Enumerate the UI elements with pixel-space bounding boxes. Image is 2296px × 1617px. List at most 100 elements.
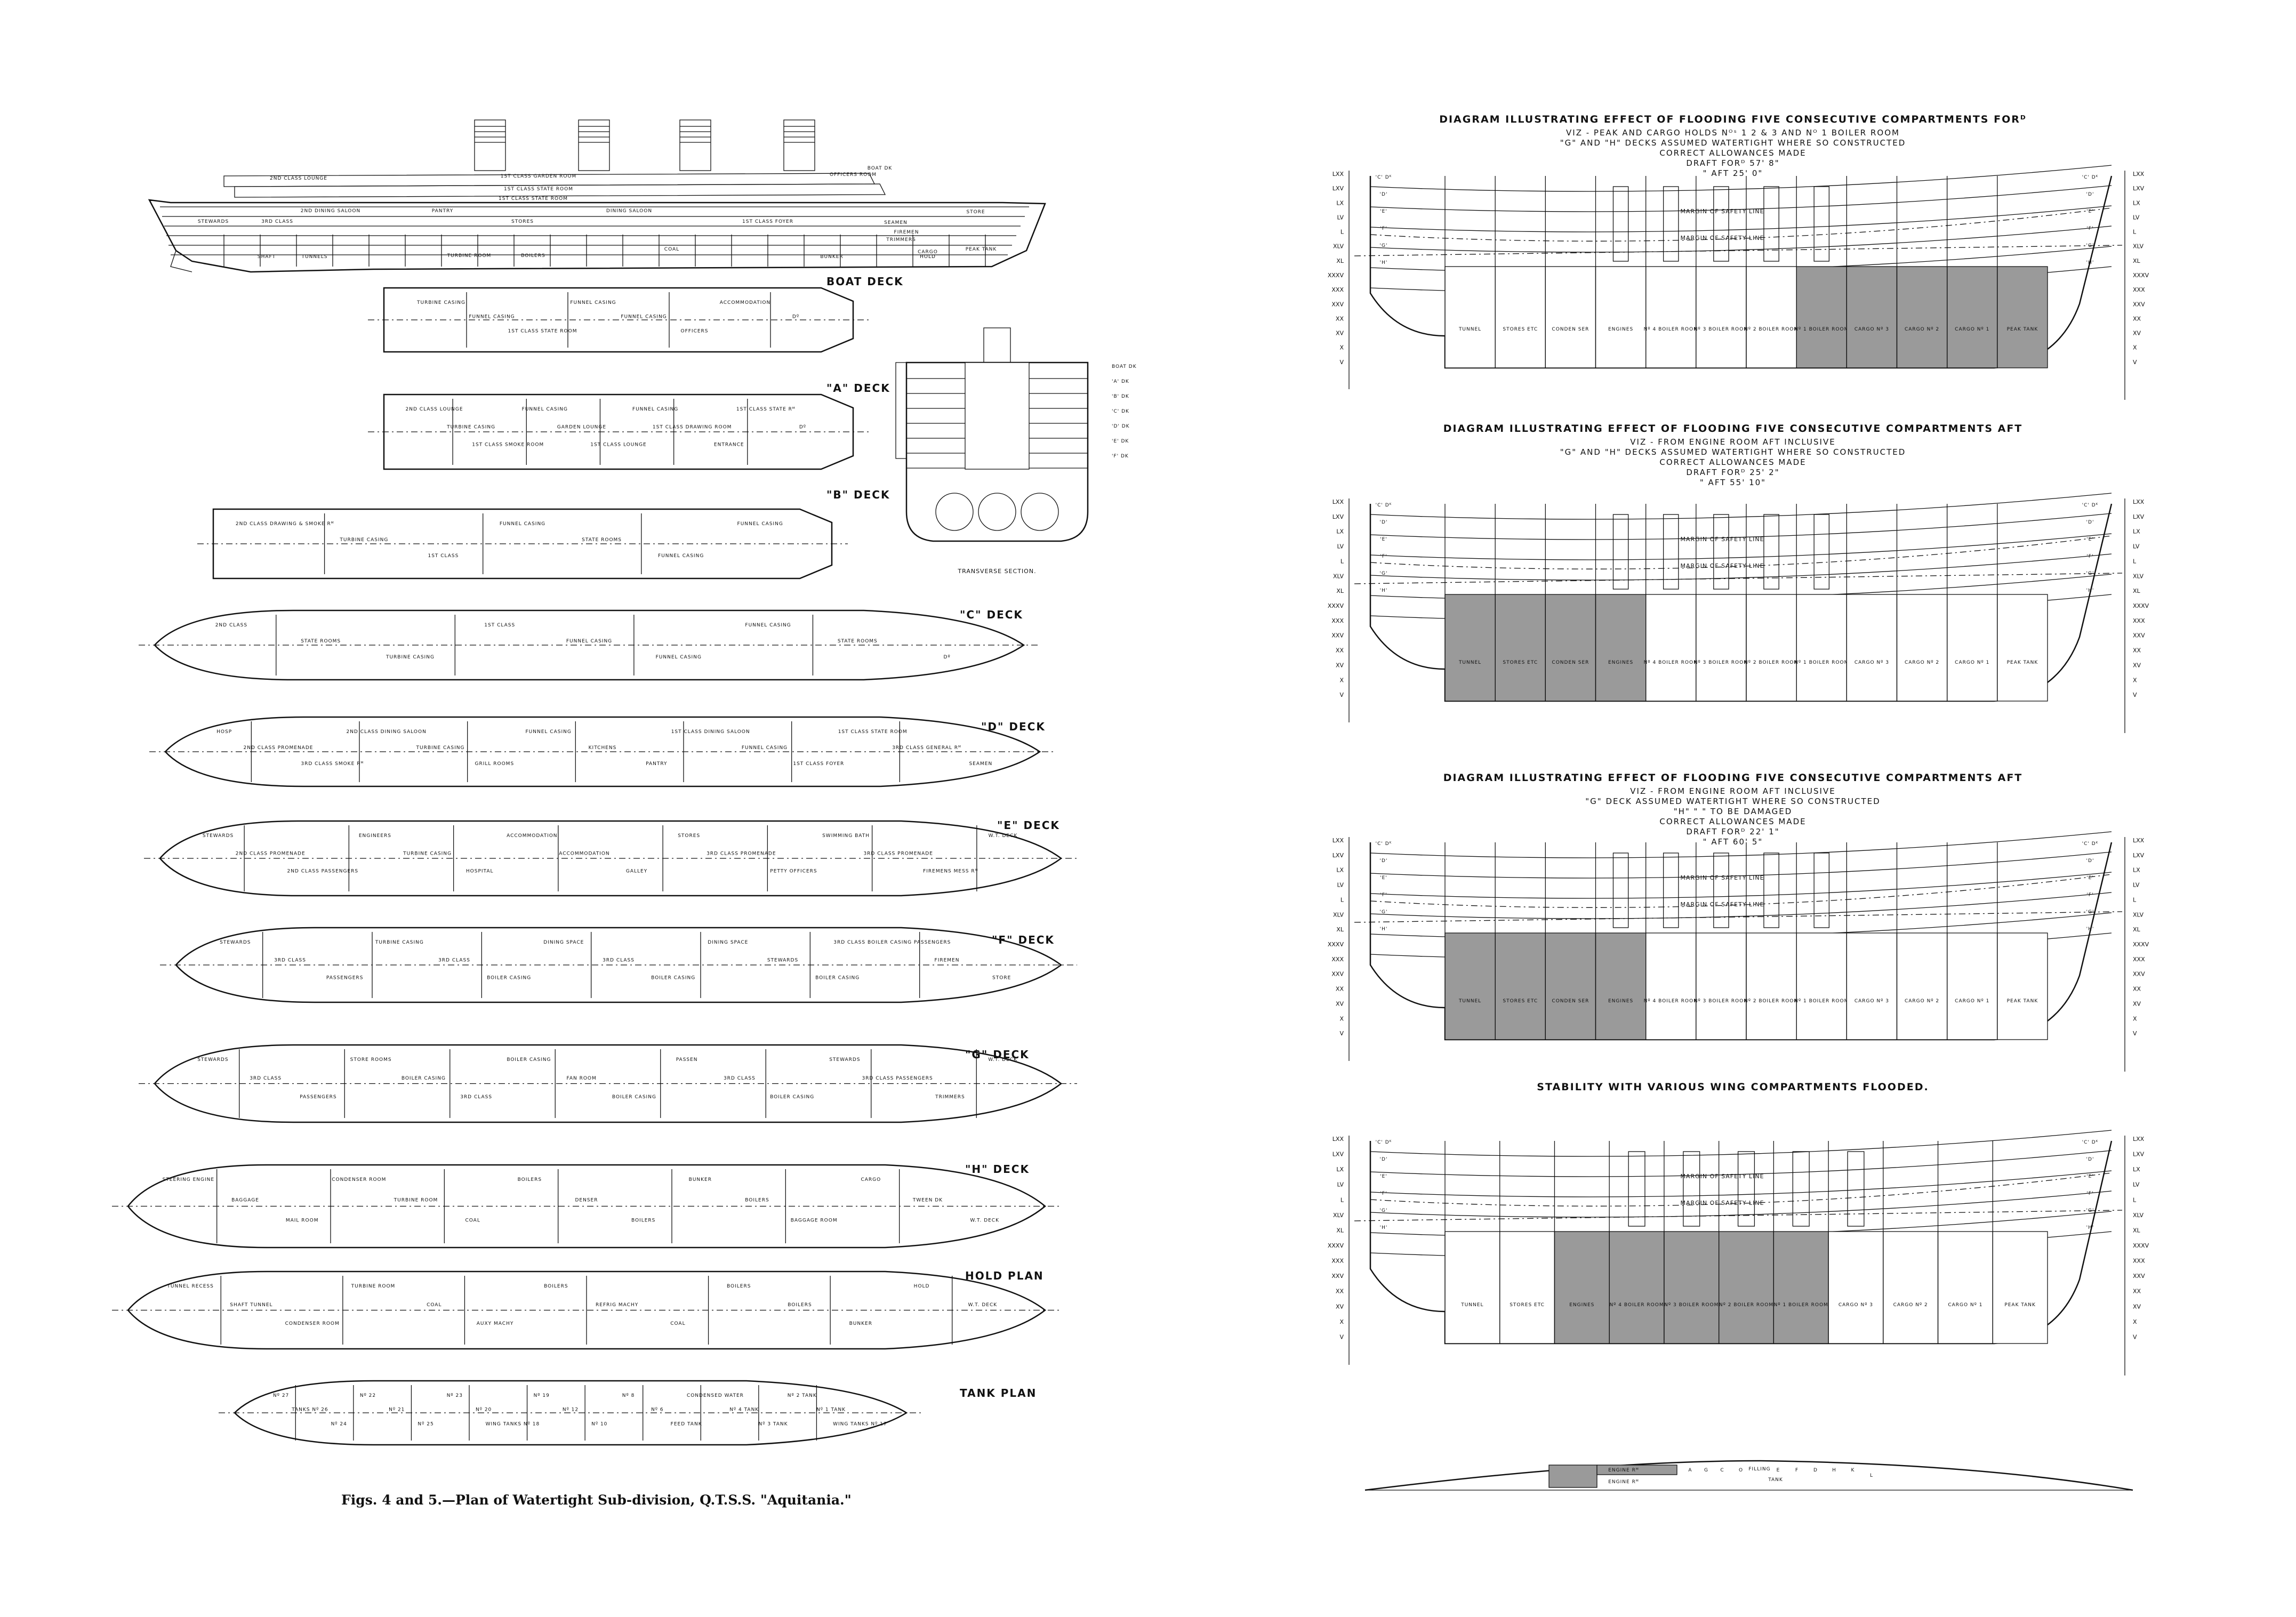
room-label: DINING SPACE (708, 940, 748, 945)
compartment-label: CONDEN SER (1552, 327, 1589, 332)
compartment-label: ENGINES (1608, 999, 1633, 1004)
wing-label: H (1832, 1468, 1836, 1473)
deck-name: "A" DECK (826, 382, 890, 395)
profile-label: TURBINE ROOM (447, 253, 492, 259)
deck-name: "H" DECK (965, 1163, 1030, 1176)
room-label: FUNNEL CASING (737, 521, 783, 527)
profile-label: CARGO (918, 250, 938, 255)
deck-letter: 'D' (1380, 192, 1388, 197)
room-label: BOILERS (788, 1302, 812, 1308)
deck-mark: 'E' DK (1112, 439, 1129, 444)
room-label: CONDENSER ROOM (285, 1321, 340, 1326)
deck-letter: 'H' (1380, 1225, 1388, 1230)
room-label: FEED TANK (671, 1421, 702, 1427)
scale-label-right: XXX (2133, 617, 2145, 624)
deck-line (1370, 513, 2112, 540)
deck-name: "C" DECK (960, 608, 1023, 621)
room-label: FUNNEL CASING (621, 315, 667, 320)
room-label: BOILER CASING (815, 976, 860, 981)
room-label: Nº 6 (651, 1407, 664, 1413)
flooded-compartment (1595, 932, 1647, 1040)
deck-letter: 'H' (1380, 588, 1388, 593)
room-label: STEERING ENGINE (163, 1177, 215, 1182)
profile-label: FIREMEN (894, 230, 919, 235)
diagram-subtitle: DRAFT FORᴰ 57' 8" (1686, 158, 1779, 168)
flooded-compartment (1947, 266, 1998, 368)
deck-line (1370, 872, 2112, 899)
room-label: CONDENSED WATER (687, 1393, 744, 1398)
deck-letter: 'F' (1380, 892, 1387, 898)
deck-line (1370, 185, 2112, 212)
wing-label: FILLING (1748, 1467, 1770, 1472)
room-label: BOILERS (544, 1284, 568, 1289)
profile-label: BOILERS (521, 253, 545, 259)
scale-label: LX (1336, 528, 1344, 535)
wing-label: O (1739, 1468, 1743, 1473)
deck-outline (127, 1270, 1047, 1350)
compartment (1796, 594, 1847, 702)
room-label: FUNNEL CASING (526, 729, 572, 735)
room-label: Dº (799, 424, 806, 430)
room-label: SEAMEN (969, 761, 992, 767)
scale-label-right: XXXV (2133, 272, 2149, 279)
scale-label-right: XXX (2133, 956, 2145, 963)
compartment-label: PEAK TANK (2004, 1302, 2036, 1308)
compartment-label: CARGO Nº 2 (1905, 660, 1939, 665)
profile-label: 1ST CLASS FOYER (742, 219, 793, 224)
room-label: TURBINE CASING (403, 851, 452, 856)
diagram-subtitle: CORRECT ALLOWANCES MADE (1659, 817, 1806, 826)
deck-letter-fwd: 'H' (2086, 588, 2094, 593)
compartment-label: Nº 4 BOILER ROOM (1644, 999, 1698, 1004)
deck-mark: 'C' DK (1112, 409, 1129, 414)
deck-line (1370, 553, 2112, 581)
deck-letter: 'C' Dᴷ (1376, 1140, 1392, 1145)
room-label: STORE ROOMS (350, 1057, 392, 1063)
diagram-title: DIAGRAM ILLUSTRATING EFFECT OF FLOODING … (1443, 423, 2023, 435)
room-label: STEWARDS (220, 940, 251, 945)
compartment (1499, 1231, 1555, 1344)
compartment (1883, 1231, 1939, 1344)
deck-letter: 'C' Dᴷ (1376, 175, 1392, 180)
profile-label: TRIMMERS (886, 237, 916, 243)
figure-caption: Figs. 4 and 5.—Plan of Watertight Sub-di… (341, 1492, 852, 1508)
room-label: PANTRY (646, 761, 667, 767)
room-label: 1ST CLASS (484, 623, 515, 628)
margin-label: MARGIN OF SAFETY LINE (1680, 1200, 1764, 1206)
room-label: 2ND CLASS LOUNGE (406, 407, 463, 412)
compartment (1595, 266, 1647, 368)
wing-label: L (1870, 1473, 1873, 1478)
scale-label-right: X (2133, 1318, 2137, 1325)
scale-label: LXV (1332, 185, 1344, 192)
deck-outline (154, 1044, 1063, 1123)
diagram-subtitle: " AFT 25' 0" (1703, 168, 1763, 178)
scale-label-right: XV (2133, 662, 2141, 669)
compartment-label: CARGO Nº 1 (1955, 999, 1989, 1004)
deck-letter: 'D' (1380, 520, 1388, 525)
room-label: TWEEN DK (912, 1197, 943, 1203)
compartment-label: Nº 4 BOILER ROOM (1644, 327, 1698, 332)
flooded-wing (1596, 1465, 1677, 1475)
deck-outline (154, 609, 1025, 681)
room-label: STORES (678, 833, 700, 839)
room-label: 3RD CLASS (274, 958, 306, 963)
room-label: CONDENSER ROOM (332, 1177, 386, 1182)
room-label: Nº 25 (418, 1421, 433, 1427)
room-label: PASSENGERS (326, 976, 363, 981)
scale-label-right: XLV (2133, 573, 2144, 580)
deck-line (1370, 165, 2112, 192)
deck-mark: 'B' DK (1112, 394, 1129, 399)
room-label: PETTY OFFICERS (770, 869, 817, 874)
flooded-compartment (1846, 266, 1898, 368)
compartment (1947, 594, 1998, 702)
deck-name: "E" DECK (997, 819, 1060, 832)
scale-label-right: XXXV (2133, 1242, 2149, 1249)
scale-label: LXV (1332, 513, 1344, 520)
compartment-label: TUNNEL (1458, 660, 1481, 665)
scale-label-right: X (2133, 344, 2137, 351)
compartment-label: CONDEN SER (1552, 999, 1589, 1004)
scale-label: XL (1336, 926, 1344, 933)
deck-letter-fwd: 'E' (2086, 1174, 2094, 1179)
